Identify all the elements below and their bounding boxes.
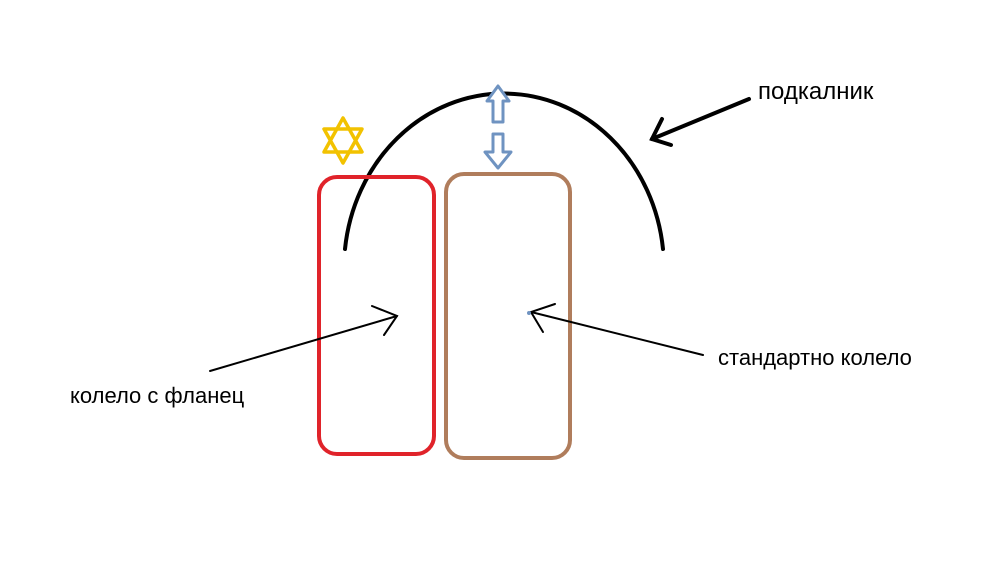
- fender-label: подкалник: [758, 78, 874, 105]
- standard-wheel-pointer-arrow: [529, 303, 704, 356]
- up-down-arrows-icon: [483, 84, 513, 170]
- standard-wheel-label: стандартно колело: [718, 345, 912, 370]
- standard-wheel-outline: [444, 172, 572, 460]
- fender-pointer-arrow: [649, 97, 751, 147]
- flanged-wheel-pointer-arrow: [209, 305, 399, 372]
- flanged-wheel-outline: [317, 175, 436, 456]
- flanged-wheel-label: колело с фланец: [70, 383, 245, 408]
- down-arrow-icon: [483, 132, 513, 170]
- six-point-star-icon: [322, 116, 364, 165]
- up-arrow-icon: [485, 84, 511, 124]
- standard-wheel-center-dot: [527, 311, 531, 315]
